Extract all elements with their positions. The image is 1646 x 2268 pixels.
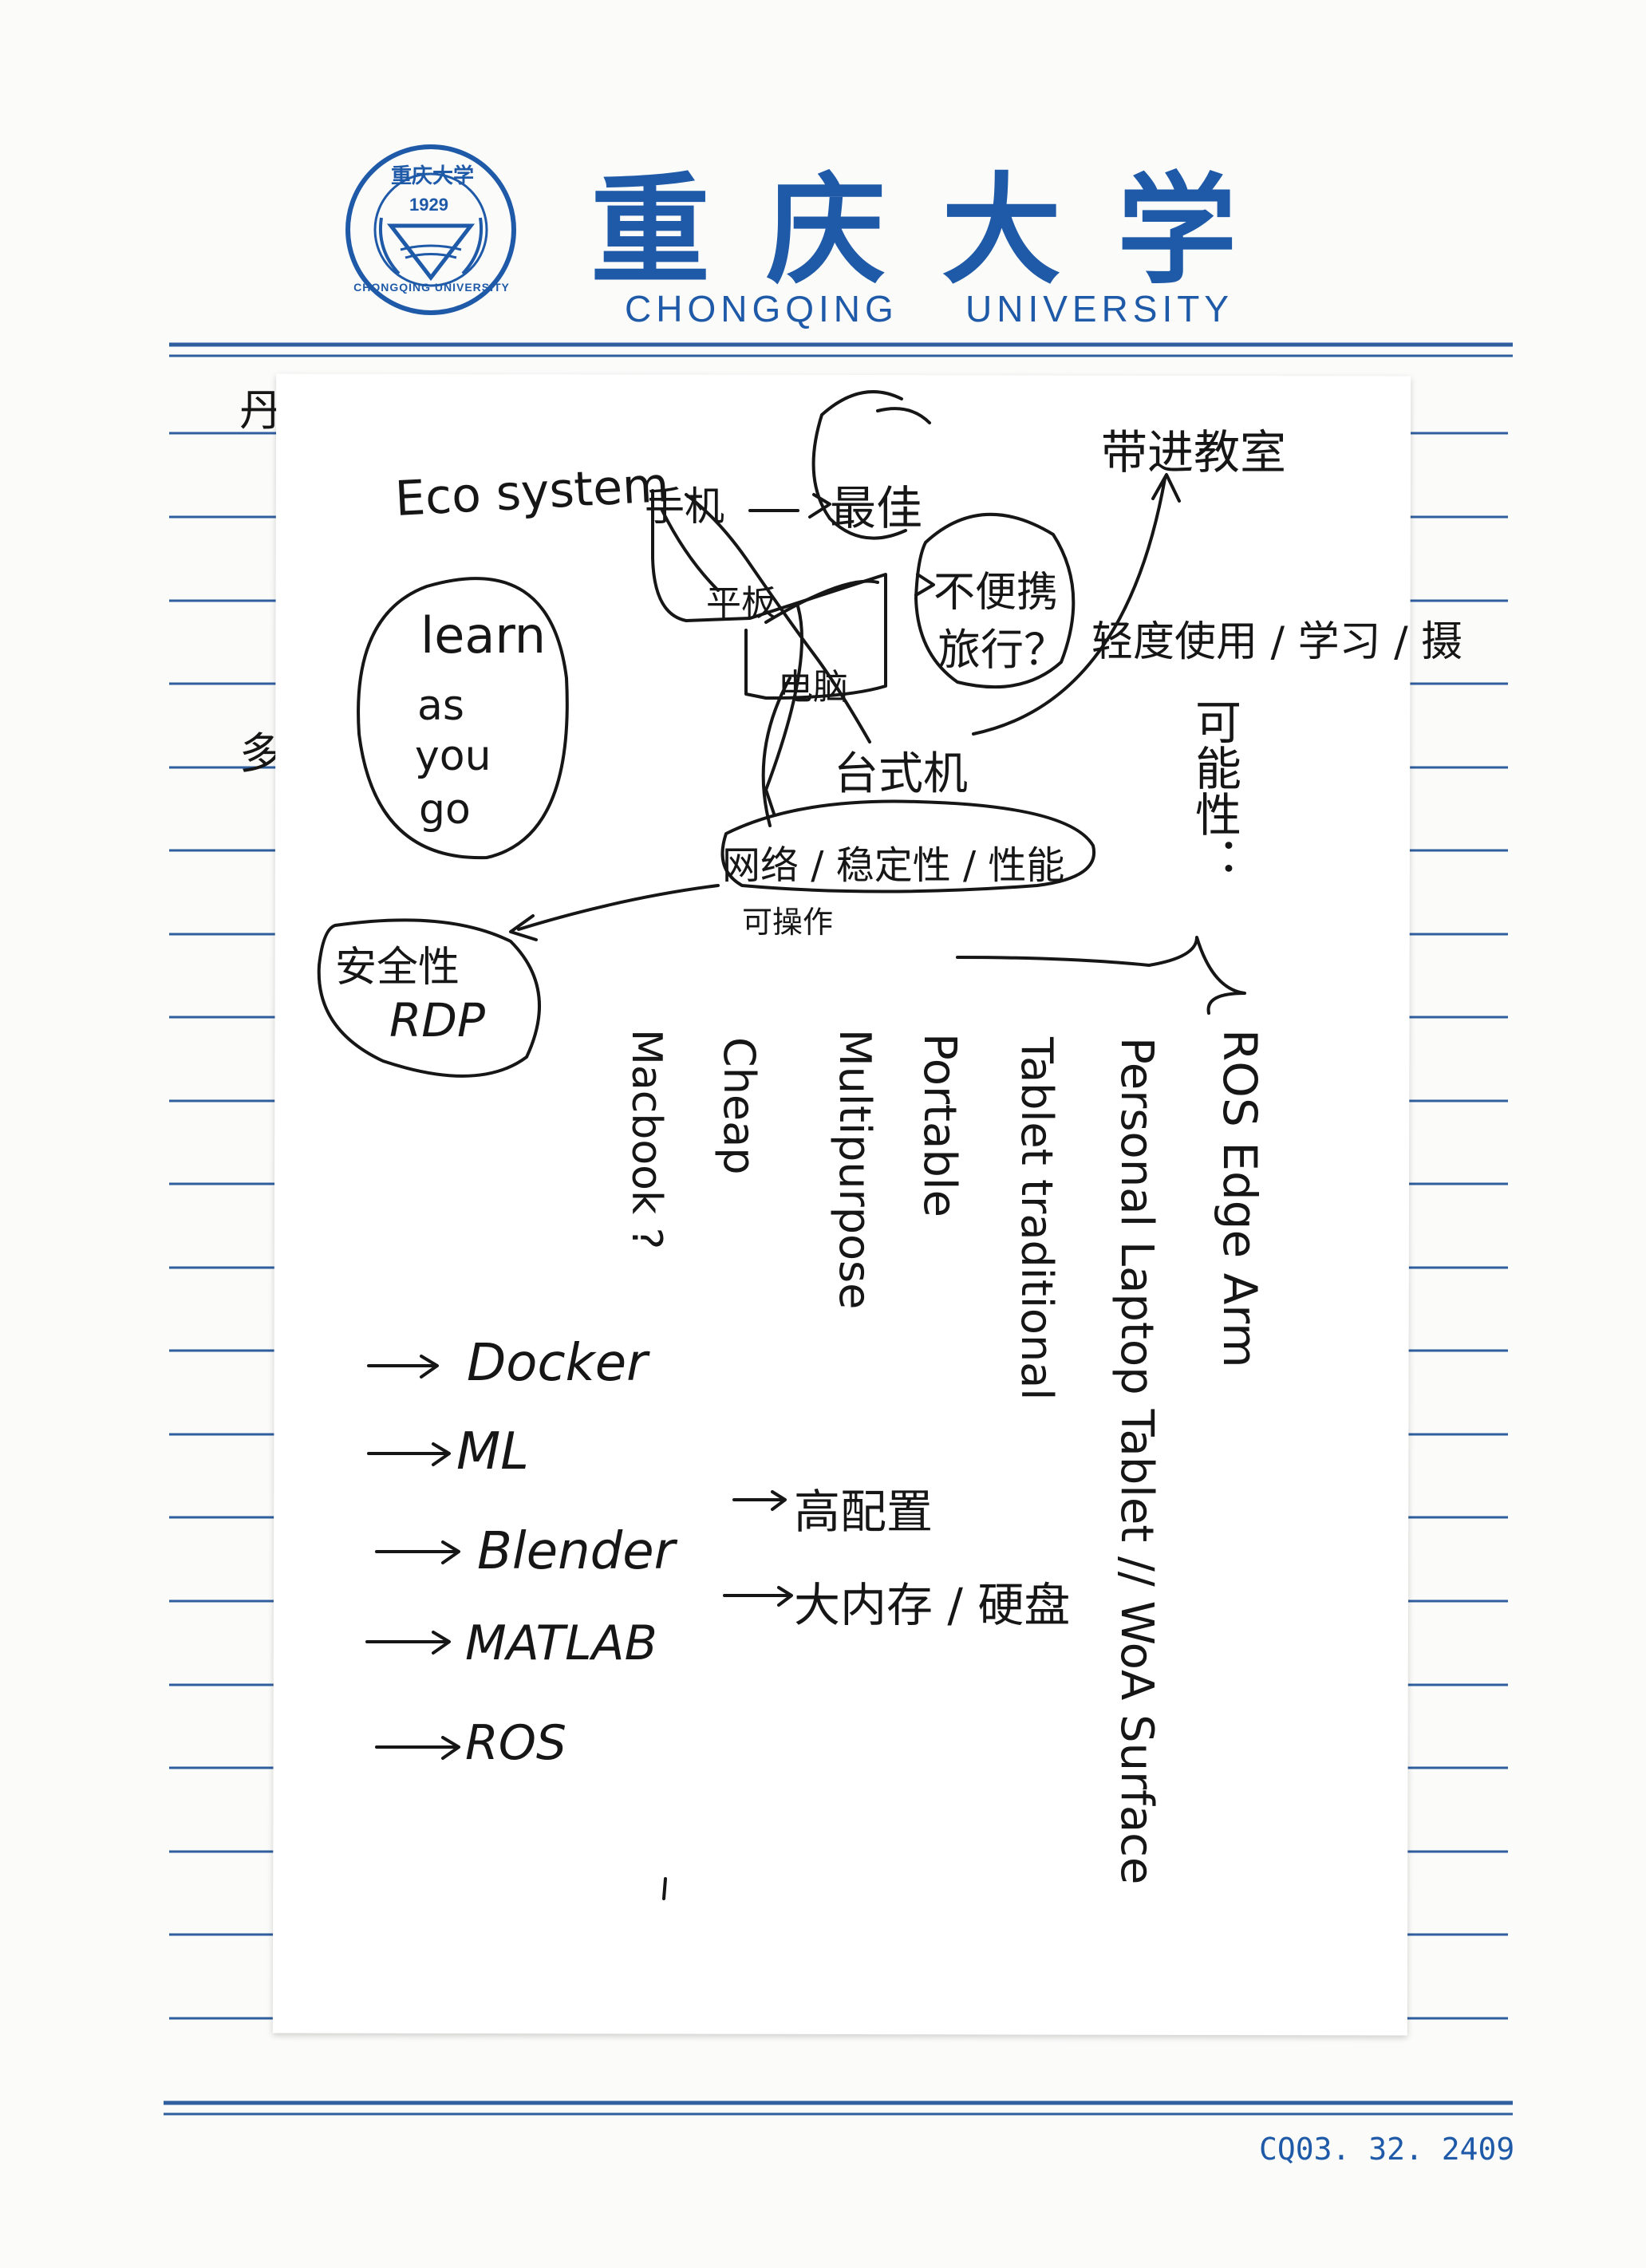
as-word: as: [417, 682, 464, 730]
network-label: 网络 / 稳定性 / 性能: [722, 843, 1065, 888]
classroom-label: 带进教室: [1101, 425, 1287, 479]
possibility-label: 可能性：: [1187, 698, 1241, 883]
tool-matlab: MATLAB: [465, 1615, 657, 1671]
travel-label: 旅行？: [937, 625, 1067, 675]
requirement-memory-disk: 大内存 / 硬盘: [794, 1578, 1071, 1632]
option-4: Portable: [914, 1033, 965, 1217]
seal-top-text: 重庆大学: [391, 164, 475, 188]
university-name-en-right: UNIVERSITY: [965, 288, 1234, 329]
seal-year: 1929: [409, 195, 448, 215]
desktop-label: 台式机: [834, 748, 968, 800]
best-label: 最佳: [830, 481, 923, 535]
phone-label: 手机: [645, 483, 724, 530]
tool-ros: ROS: [465, 1715, 567, 1771]
tablet-label: 平板: [706, 583, 776, 624]
form-code: CQ03. 32. 2409: [1259, 2132, 1515, 2167]
university-name-cn: 重庆大学: [590, 160, 1293, 301]
pc-label: 电脑: [778, 667, 848, 708]
tool-ml: ML: [456, 1422, 529, 1481]
option-5: Multipurpose: [830, 1029, 880, 1310]
option-6: Cheap: [714, 1037, 764, 1175]
requirement-high-spec: 高配置: [794, 1485, 934, 1539]
rdp-label: RDP: [389, 993, 485, 1047]
tool-docker: Docker: [467, 1334, 648, 1393]
learn-word: learn: [420, 606, 547, 665]
light-use-label: 轻度使用 / 学习 / 摄: [1091, 618, 1463, 666]
tool-blender: Blender: [477, 1522, 675, 1581]
university-name-en-left: CHONGQING: [625, 288, 898, 329]
option-1: ROS Edge Arm: [1213, 1029, 1267, 1368]
option-7: Macbook ?: [622, 1029, 670, 1250]
security-label: 安全性: [335, 944, 460, 992]
you-word: you: [415, 732, 491, 780]
left-edge-char-1: 丹: [239, 385, 282, 436]
inconvenient-label: 不便携: [934, 569, 1059, 617]
operability-label: 可操作: [742, 905, 834, 940]
option-3: Tablet traditional: [1012, 1037, 1062, 1401]
go-word: go: [419, 786, 471, 834]
option-2: Personal Laptop Tablet // WoA Surface: [1111, 1037, 1162, 1885]
university-seal: [345, 144, 516, 315]
seal-ring-text: CHONGQING UNIVERSITY: [353, 281, 510, 294]
